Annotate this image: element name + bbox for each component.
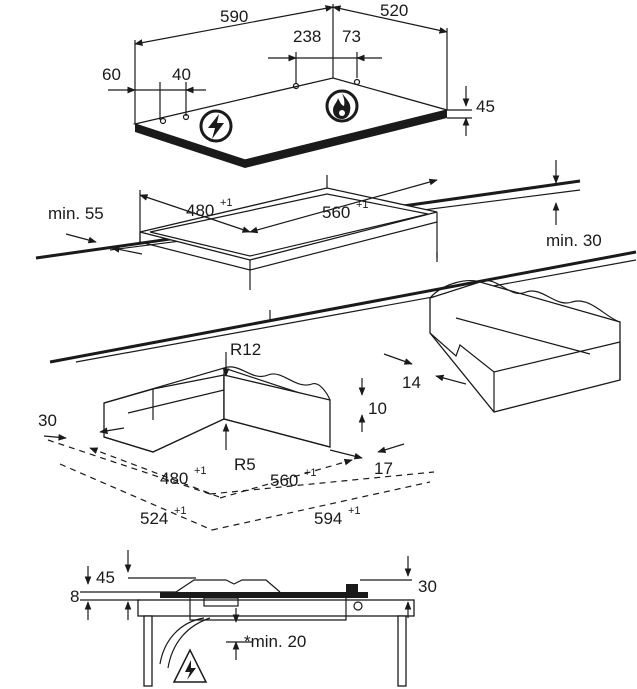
dim-label-min20: *min. 20 <box>244 632 306 651</box>
dim-label-r5: R5 <box>234 455 256 474</box>
dim-label-r12: R12 <box>230 340 261 359</box>
dim-line-520 <box>332 5 448 34</box>
flame-icon <box>325 89 359 123</box>
dim-label-45-top: 45 <box>476 97 495 116</box>
svg-text:+1: +1 <box>194 465 207 477</box>
dim-label-40: 40 <box>172 65 191 84</box>
hob-top-view: 590 520 238 73 60 40 45 <box>102 1 495 168</box>
svg-text:+1: +1 <box>356 199 369 211</box>
seal-frame-detail: R12 R5 30 10 14 17 480 +1 560 +1 524 +1 … <box>38 279 621 531</box>
dim-label-min55: min. 55 <box>48 204 104 223</box>
dim-label-73: 73 <box>342 27 361 46</box>
dim-label-17: 17 <box>374 459 393 478</box>
dim-label-30-bottom: 30 <box>418 577 437 596</box>
dim-label-30-frame: 30 <box>38 411 57 430</box>
hob-side-edge <box>245 110 447 168</box>
svg-text:+1: +1 <box>174 505 187 517</box>
dim-label-594: 594 <box>314 509 342 528</box>
frame-profile-left <box>103 374 225 453</box>
hob-glass <box>160 592 368 598</box>
dim-label-10: 10 <box>368 399 387 418</box>
section-view: 45 8 30 *min. 20 <box>70 550 437 687</box>
dim-label-45-bottom: 45 <box>96 568 115 587</box>
dim-label-590: 590 <box>220 7 248 26</box>
svg-text:+1: +1 <box>348 505 361 517</box>
svg-text:+1: +1 <box>304 467 317 479</box>
warning-triangle-icon <box>172 648 208 683</box>
dim-line-590 <box>134 5 334 46</box>
worktop-section <box>137 599 415 617</box>
dim-label-560-cutout: 560 <box>322 203 350 222</box>
dim-label-480-cutout: 480 <box>186 201 214 220</box>
dim-label-238: 238 <box>293 27 321 46</box>
dim-label-520: 520 <box>380 1 408 20</box>
hob-front-edge <box>135 124 245 168</box>
dim-label-14: 14 <box>402 373 421 392</box>
worktop-cutout: 480 +1 560 +1 min. 55 min. 30 <box>35 160 637 364</box>
dim-label-480-frame: 480 <box>160 469 188 488</box>
lightning-icon <box>199 109 233 143</box>
dim-label-min30: min. 30 <box>546 231 602 250</box>
dim-label-524: 524 <box>140 509 168 528</box>
dim-label-8: 8 <box>70 587 79 606</box>
dim-label-60: 60 <box>102 65 121 84</box>
dim-label-560-frame: 560 <box>270 471 298 490</box>
svg-text:+1: +1 <box>220 197 233 209</box>
